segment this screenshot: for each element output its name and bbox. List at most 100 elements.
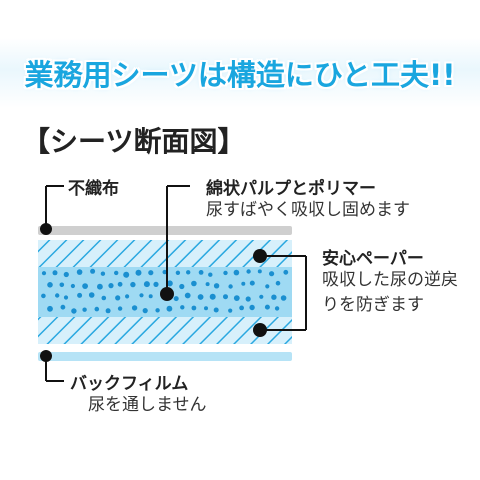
safety-paper-description: 吸収した尿の逆戻りを防ぎます (322, 270, 458, 315)
section-title: 【シーツ断面図】 (22, 125, 246, 158)
polymer-dot (228, 308, 233, 313)
polymer-dot (115, 295, 121, 301)
polymer-dot (223, 294, 228, 300)
polymer-dot (209, 293, 216, 300)
polymer-dot (233, 295, 240, 301)
safety-paper-label: 安心ペーパー (322, 249, 424, 269)
polymer-dot (41, 271, 47, 276)
polymer-dot (52, 270, 58, 276)
back-film-label: バックフィルム (70, 374, 189, 394)
nonwoven-layer (38, 226, 292, 235)
polymer-dot (265, 284, 270, 289)
polymer-dot (186, 270, 191, 275)
polymer-dot (239, 305, 245, 311)
polymer-dot (70, 283, 75, 289)
polymer-dot (259, 294, 264, 299)
polymer-dot (76, 269, 83, 275)
polymer-dot (88, 292, 95, 298)
polymer-dot (142, 308, 148, 314)
polymer-dot (228, 284, 233, 289)
polymer-dot (100, 271, 106, 276)
polymer-dot (82, 283, 88, 289)
polymer-dot (241, 281, 246, 286)
polymer-dot (143, 281, 150, 288)
polymer-dot (198, 270, 204, 275)
polymer-dot (77, 292, 83, 298)
polymer-dot (82, 307, 87, 312)
polymer-dot (125, 294, 130, 299)
nonwoven-label: 不織布 (68, 179, 119, 199)
polymer-dot (117, 306, 123, 311)
safety-paper-leader (253, 249, 307, 337)
polymer-dot (153, 281, 159, 287)
polymer-dot (275, 280, 281, 286)
polymer-dot (246, 269, 251, 274)
polymer-dot (184, 292, 191, 299)
polymer-dot (283, 269, 289, 275)
polymer-dot (274, 306, 280, 311)
polymer-dot (191, 280, 197, 287)
polymer-dot (97, 283, 103, 290)
polymer-dot (155, 308, 160, 313)
polymer-dot (131, 305, 138, 311)
polymer-dot (257, 269, 262, 274)
polymer-dot (271, 294, 277, 300)
polymer-dot (148, 270, 154, 276)
polymer-dot (90, 268, 96, 274)
polymer-dot (101, 295, 107, 301)
polymer-dot (114, 270, 119, 276)
polymer-dot (47, 305, 53, 312)
polymer-dot (105, 308, 111, 314)
polymer-dot (249, 280, 255, 286)
polymer-dot (245, 296, 251, 302)
polymer-dot (208, 272, 213, 277)
polymer-dot (139, 293, 144, 298)
polymer-dot (280, 295, 287, 301)
safety-paper-top-layer (38, 240, 292, 267)
absorbent-label: 綿状パルプとポリマー (206, 179, 376, 199)
polymer-dot (135, 269, 142, 276)
back-film-description: 尿を通しません (88, 395, 207, 415)
polymer-dot (59, 282, 65, 288)
polymer-dot (205, 282, 210, 287)
polymer-dot (213, 283, 220, 289)
absorbent-dots (41, 268, 289, 314)
absorbent-leader (160, 185, 190, 301)
absorbent-description: 尿すばやく吸収し固めます (206, 200, 410, 220)
polymer-dot (213, 307, 219, 313)
polymer-dot (204, 306, 208, 311)
polymer-dot (180, 305, 185, 310)
nonwoven-leader (40, 185, 64, 235)
polymer-dot (269, 271, 275, 277)
back-film-layer (38, 352, 292, 361)
polymer-dot (233, 269, 240, 276)
polymer-dot (223, 270, 228, 276)
polymer-dot (130, 281, 136, 288)
polymer-dot (123, 271, 130, 278)
polymer-dot (173, 296, 179, 302)
polymer-dot (41, 293, 46, 299)
polymer-dot (94, 306, 100, 312)
polymer-dot (249, 304, 255, 311)
polymer-dot (175, 270, 181, 275)
headline: 業務用シーツは構造にひと工夫!! (24, 58, 456, 92)
polymer-dot (162, 269, 167, 275)
polymer-dot (166, 280, 173, 287)
safety-paper-bottom-layer (38, 317, 292, 344)
polymer-dot (60, 304, 66, 310)
polymer-dot (117, 281, 123, 287)
polymer-dot (63, 271, 69, 278)
polymer-dot (191, 305, 197, 311)
polymer-dot (179, 283, 185, 290)
polymer-dot (63, 295, 69, 300)
polymer-dot (108, 283, 114, 289)
polymer-dot (264, 304, 270, 310)
headline-banner (0, 38, 480, 108)
polymer-dot (148, 294, 153, 299)
polymer-dot (71, 308, 77, 314)
polymer-dot (197, 294, 204, 300)
polymer-dot (166, 305, 173, 312)
polymer-dot (47, 282, 53, 288)
polymer-dot (55, 293, 60, 298)
